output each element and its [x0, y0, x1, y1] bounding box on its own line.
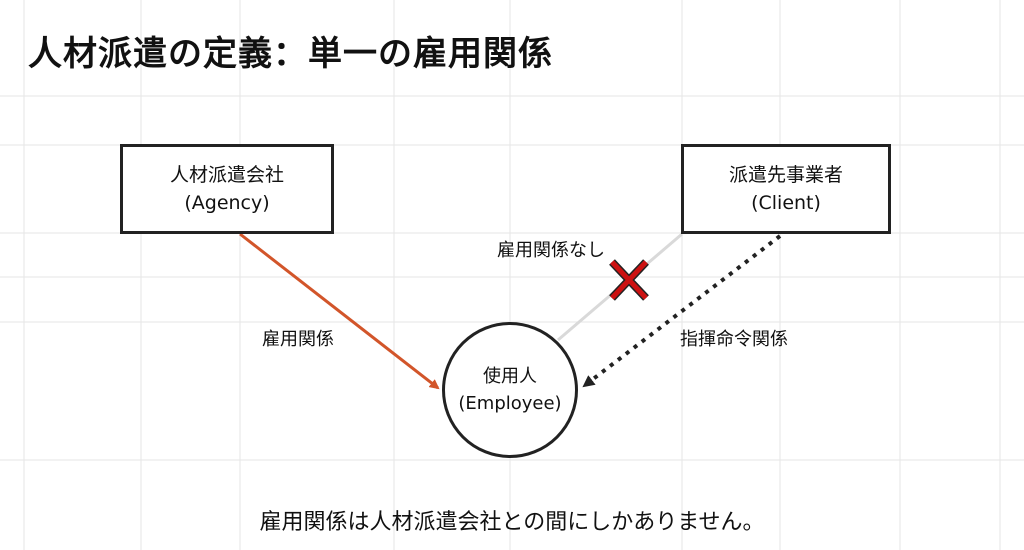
page-title: 人材派遣の定義：単一の雇用関係: [28, 34, 553, 74]
command-arrow: [582, 234, 782, 388]
cross-icon: [609, 259, 649, 301]
employment-label: 雇用関係: [262, 329, 334, 350]
agency-name: 人材派遣会社: [169, 164, 284, 186]
employee-en: (Employee): [458, 393, 562, 414]
employee-node: 使用人 (Employee): [442, 322, 578, 458]
no-employment-label: 雇用関係なし: [497, 240, 605, 261]
client-en: (Client): [751, 192, 821, 214]
agency-en: (Agency): [184, 192, 270, 214]
footer-note: 雇用関係は人材派遣会社との間にしかありません。: [259, 510, 765, 535]
client-node: 派遣先事業者 (Client): [681, 144, 891, 234]
employee-name: 使用人: [483, 366, 537, 387]
client-name: 派遣先事業者: [728, 164, 843, 186]
command-label: 指揮命令関係: [680, 329, 788, 350]
employment-arrow: [239, 232, 440, 390]
agency-node: 人材派遣会社 (Agency): [120, 144, 334, 234]
